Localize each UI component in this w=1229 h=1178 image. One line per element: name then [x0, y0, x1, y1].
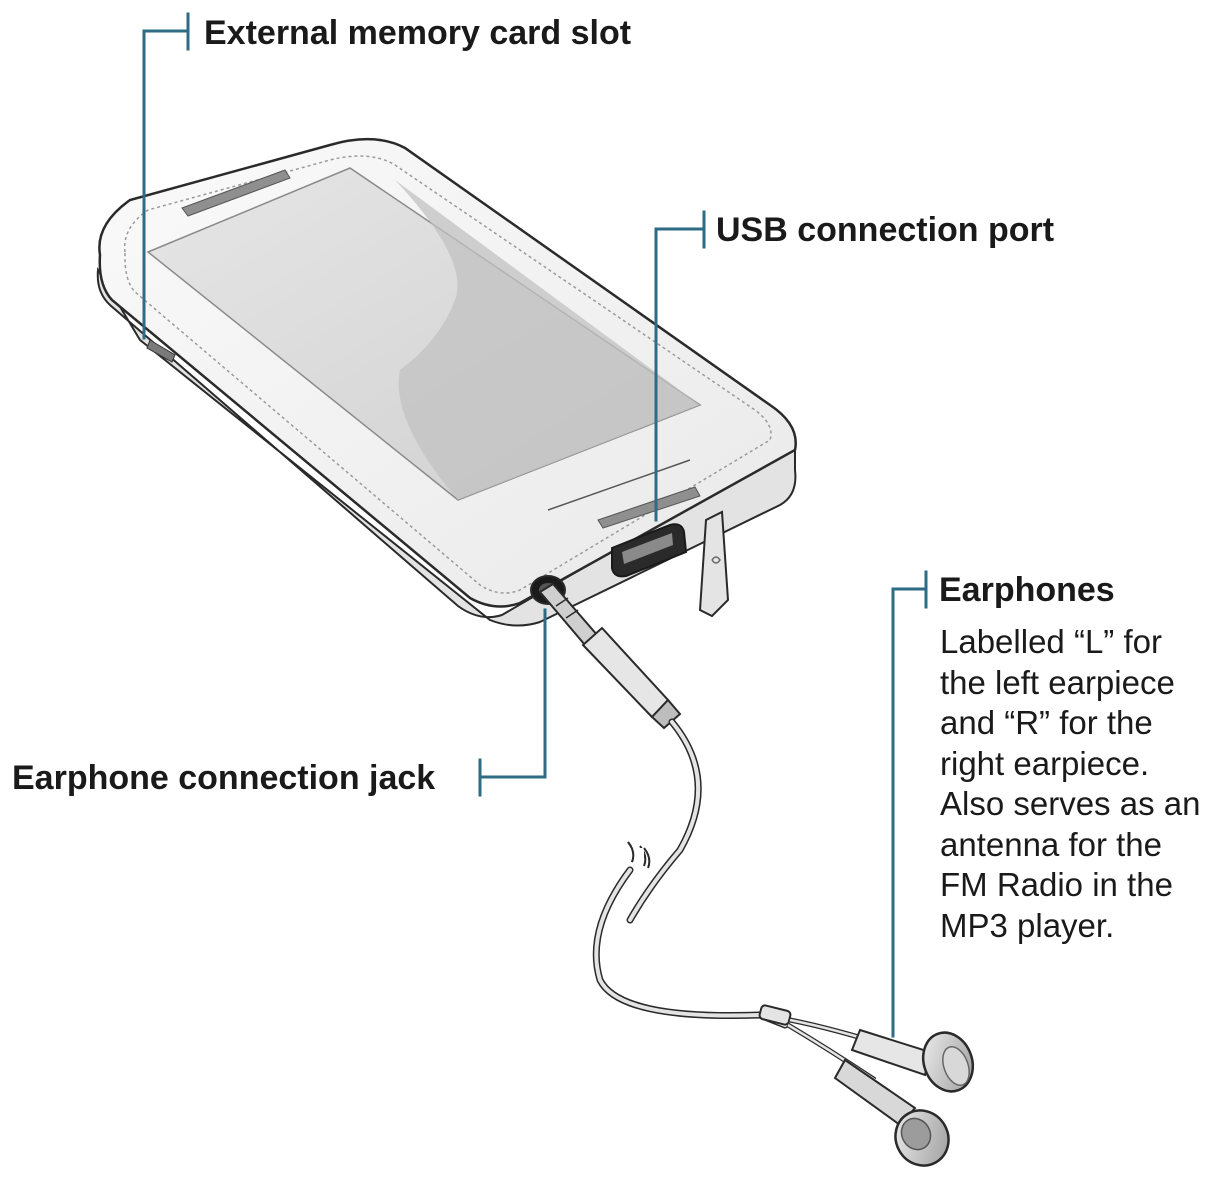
earbud-stem-right: [850, 1028, 932, 1077]
callout-earphone-jack: [480, 608, 547, 779]
label-earphone-connection-jack: Earphone connection jack: [12, 759, 436, 797]
earphones-description-line: Also serves as an: [940, 785, 1201, 822]
callout-memory-card-slot: [142, 29, 188, 340]
screen-swoosh: [395, 180, 700, 500]
earphones-description-line: Labelled “L” for: [940, 623, 1162, 660]
callout-lines: [142, 12, 928, 1038]
earphones: [538, 582, 975, 1167]
earphones-description-line: and “R” for the: [940, 704, 1153, 741]
mp3-player: [96, 137, 797, 627]
callout-usb-port: [654, 227, 704, 522]
label-usb-connection-port: USB connection port: [716, 211, 1055, 249]
earphones-description-line: FM Radio in the: [940, 866, 1173, 903]
bottom-speaker-slot: [597, 486, 701, 529]
earbud-stem-left: [833, 1058, 917, 1127]
side-button: [146, 339, 176, 363]
earphones-description: Labelled “L” for the left earpiece and “…: [940, 622, 1200, 946]
cable-splitter: [758, 1004, 792, 1026]
earphone-plug-housing: [581, 626, 670, 719]
label-external-memory-card-slot: External memory card slot: [204, 14, 632, 52]
earphones-description-line: the left earpiece: [940, 663, 1175, 701]
label-earphones: Earphones: [939, 571, 1115, 609]
earphones-description-line: right earpiece.: [940, 744, 1150, 782]
player-bezel: [123, 155, 772, 594]
callout-earphones: [891, 587, 926, 1038]
earphone-cable: [626, 718, 702, 924]
player-side: [96, 266, 797, 627]
top-speaker-slot: [181, 169, 291, 217]
front-accent-line: [547, 459, 691, 511]
earphones-description-line: antenna for the: [940, 825, 1163, 863]
usb-cover-flap: [698, 510, 730, 618]
earphones-description-line: MP3 player.: [940, 906, 1115, 944]
